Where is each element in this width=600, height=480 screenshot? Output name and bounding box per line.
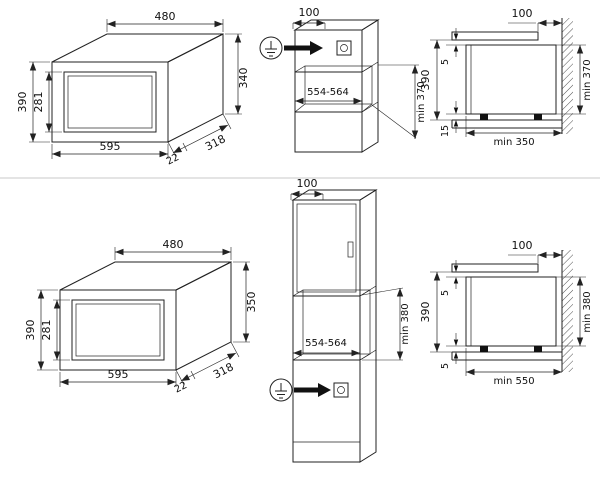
- dim-label-min380: min 380: [582, 291, 593, 332]
- dim-top-width: 480: [106, 10, 224, 32]
- dim-top-gap: 5: [440, 260, 466, 296]
- dim-label-15: 15: [440, 125, 451, 137]
- dim-rear-clearance: 100: [508, 239, 562, 263]
- socket: [336, 40, 352, 56]
- socket-direction-arrow-icon: [294, 383, 331, 397]
- dim-label-5b: 5: [440, 363, 451, 369]
- dim-bottom-gap: 15: [440, 101, 466, 137]
- dim-bottom-gap: 5: [440, 333, 466, 369]
- dim-top-width: 480: [114, 238, 232, 260]
- door-window: [63, 71, 157, 133]
- earth-ground-icon: [259, 36, 283, 60]
- foot: [480, 114, 488, 120]
- dim-label-5: 5: [440, 290, 451, 296]
- dim-niche-height: min 380: [361, 287, 411, 361]
- dim-label-100: 100: [297, 177, 318, 190]
- dim-label-100: 100: [299, 6, 320, 19]
- dim-body-height: 350: [233, 261, 258, 343]
- dim-label-390: 390: [24, 320, 37, 341]
- dim-label-22: 22: [173, 380, 189, 396]
- dim-niche-height: 390: [419, 271, 452, 353]
- dim-depth: 22 318: [165, 113, 232, 168]
- bottom-section-view: 100 390 5 5 min 380: [419, 239, 593, 387]
- dim-shelf-depth: min 350: [465, 116, 562, 148]
- dim-opening-height: 281: [40, 299, 70, 361]
- dim-fit-height: min 380: [556, 276, 593, 347]
- dim-label-480: 480: [163, 238, 184, 251]
- dim-label-554: 554-564: [305, 338, 347, 349]
- dim-niche-width: 554-564: [293, 338, 360, 357]
- dim-label-min370: min 370: [416, 81, 427, 122]
- dim-label-min380: min 380: [400, 303, 411, 344]
- dim-label-281: 281: [32, 92, 45, 113]
- foot: [534, 346, 542, 352]
- appliance-side: [465, 276, 557, 347]
- wall-hatch: [562, 18, 573, 134]
- dim-label-min550: min 550: [493, 376, 534, 387]
- door-frame: [59, 289, 177, 371]
- dim-rear-clearance: 100: [508, 7, 562, 31]
- dim-frame-height: 390: [24, 289, 58, 371]
- door-frame: [51, 61, 169, 143]
- dim-frame-height: 390: [16, 61, 50, 143]
- dim-front-width: 595: [59, 368, 177, 387]
- dim-label-min370: min 370: [582, 59, 593, 100]
- bottom-column-view: 100 554-564 min 380: [269, 177, 411, 463]
- appliance-side: [465, 44, 557, 115]
- top-cabinet-view: 100 554-564 min 370: [259, 6, 427, 153]
- top-panel: [451, 31, 539, 41]
- dim-label-340: 340: [237, 68, 250, 89]
- dim-niche-width: 554-564: [295, 87, 362, 105]
- dim-label-390: 390: [419, 302, 432, 323]
- wall-hatch: [562, 250, 573, 372]
- dim-fit-height: min 370: [556, 44, 593, 115]
- socket: [333, 382, 349, 398]
- top-panel: [451, 263, 539, 273]
- foot: [534, 114, 542, 120]
- upper-door: [296, 203, 357, 293]
- dim-label-min350: min 350: [493, 137, 534, 148]
- dim-depth: 22 318: [173, 341, 240, 396]
- dim-label-100: 100: [512, 239, 533, 252]
- dim-label-281: 281: [40, 320, 53, 341]
- door-window: [71, 299, 165, 361]
- socket-direction-arrow-icon: [284, 41, 323, 55]
- dim-label-390: 390: [16, 92, 29, 113]
- dim-label-5: 5: [440, 59, 451, 65]
- top-isometric-view: 480 390 281 340 595: [16, 10, 250, 168]
- microwave-outline: [59, 261, 232, 371]
- microwave-outline: [51, 33, 224, 143]
- dim-front-width: 595: [51, 140, 169, 159]
- dim-label-390: 390: [419, 70, 432, 91]
- dim-label-350: 350: [245, 292, 258, 313]
- dim-label-480: 480: [155, 10, 176, 23]
- dim-label-554: 554-564: [307, 87, 349, 98]
- dim-top-clearance: 100: [290, 177, 324, 200]
- dim-label-595: 595: [100, 140, 121, 153]
- bottom-isometric-view: 480 390 281 350 595: [24, 238, 258, 396]
- dim-top-gap: 5: [440, 28, 466, 65]
- foot: [480, 346, 488, 352]
- dim-top-clearance: 100: [292, 6, 326, 29]
- dim-niche-depth: min 370: [371, 64, 427, 139]
- dim-label-100: 100: [512, 7, 533, 20]
- earth-ground-icon: [269, 378, 293, 402]
- dim-label-595: 595: [108, 368, 129, 381]
- door-handle: [347, 241, 354, 258]
- top-section-view: 100 390 5 15 min 370: [419, 7, 593, 148]
- dim-niche-height: 390: [419, 39, 452, 121]
- dim-shelf-depth: min 550: [465, 348, 562, 387]
- dim-label-22: 22: [165, 152, 181, 168]
- dim-opening-height: 281: [32, 71, 62, 133]
- dim-body-height: 340: [225, 33, 250, 115]
- cabinet-outline: [293, 19, 380, 153]
- column-outline: [291, 189, 378, 463]
